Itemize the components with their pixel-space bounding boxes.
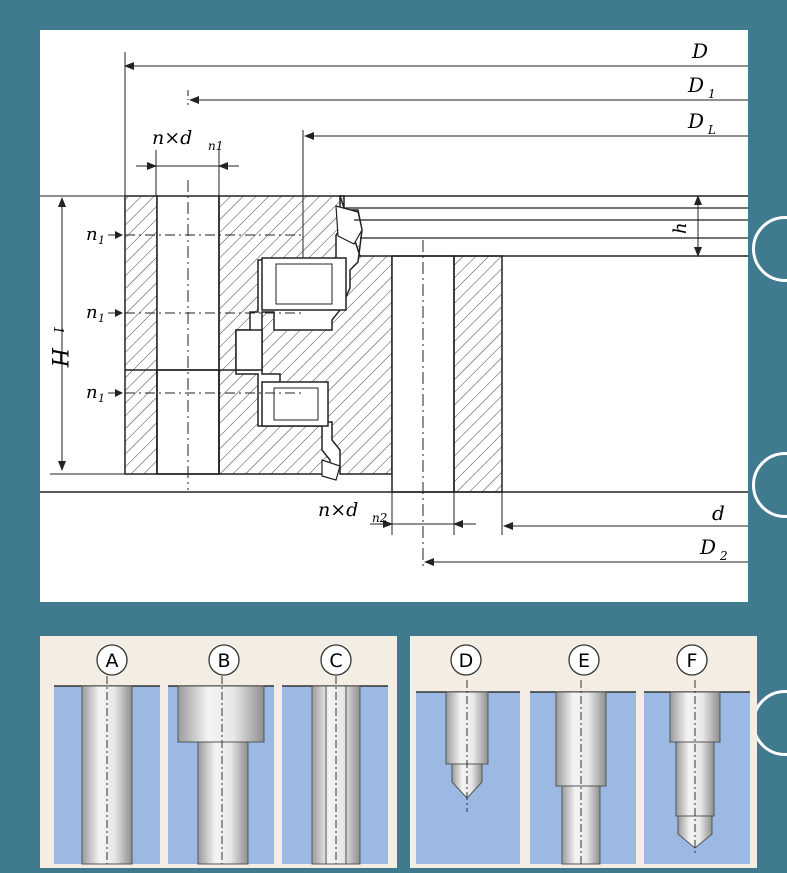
bearing-cross-section-drawing: D D 1 D L n×d n1 xyxy=(40,30,748,602)
label-H1: H xyxy=(46,347,71,368)
label-n1-mid: n xyxy=(86,302,98,323)
hole-type-C: C xyxy=(282,644,388,865)
label-n-dn1: n×d xyxy=(152,127,192,149)
hole-types-panel-abc: A B C xyxy=(40,636,397,868)
label-DL-sub: L xyxy=(707,123,716,137)
outer-ring-section xyxy=(124,195,341,475)
label-n1-top: n xyxy=(86,224,98,245)
hole-label-E: E xyxy=(578,650,590,672)
hole-label-C: C xyxy=(329,650,342,672)
dimension-h: h xyxy=(670,195,702,257)
hole-types-def-svg: D E F xyxy=(416,644,750,865)
hole-types-panel-def: D E F xyxy=(410,636,757,868)
hole-type-F: F xyxy=(644,644,750,864)
label-D2: D xyxy=(699,535,716,559)
decorative-arc-bottom xyxy=(752,690,787,756)
label-H1-sub: 1 xyxy=(50,326,65,334)
dimension-DL: D L xyxy=(302,109,748,260)
dimension-d: d xyxy=(501,492,748,535)
label-n1-mid-sub: 1 xyxy=(98,312,105,325)
dimension-n-dn1: n×d n1 xyxy=(136,127,239,196)
label-n1-top-sub: 1 xyxy=(98,234,105,247)
label-D1-sub: 1 xyxy=(708,87,716,101)
hole-types-abc-svg: A B C xyxy=(54,644,388,865)
label-n1-bottom: n xyxy=(86,382,98,403)
rollers xyxy=(235,205,363,481)
label-n-dn2: n×d xyxy=(318,499,358,521)
hole-type-D: D xyxy=(416,644,520,864)
dimension-D: D xyxy=(124,39,748,196)
hole-label-A: A xyxy=(106,650,119,672)
hole-type-E: E xyxy=(530,644,636,865)
label-d: d xyxy=(712,501,725,525)
label-n-dn2-sub: n2 xyxy=(372,511,387,525)
dimension-H1: H 1 xyxy=(46,197,125,475)
label-D1: D xyxy=(687,73,704,97)
decorative-arc-top xyxy=(752,216,787,282)
gear-lines xyxy=(40,195,748,493)
hole-label-F: F xyxy=(687,650,698,672)
label-D: D xyxy=(691,39,708,63)
hole-type-A: A xyxy=(54,644,160,865)
label-D2-sub: 2 xyxy=(719,549,728,563)
n1-markers: n 1 n 1 n 1 xyxy=(86,224,302,405)
label-DL: D xyxy=(687,109,704,133)
hole-label-D: D xyxy=(459,650,474,672)
label-n-dn1-sub: n1 xyxy=(208,139,223,153)
decorative-arc-middle xyxy=(752,452,787,518)
hole-type-B: B xyxy=(168,644,274,865)
center-lines xyxy=(187,180,424,570)
hole-label-B: B xyxy=(217,650,230,672)
label-n1-bottom-sub: 1 xyxy=(98,392,105,405)
dimension-D2: D 2 xyxy=(424,535,748,566)
dimension-D1: D 1 xyxy=(187,73,748,105)
label-h: h xyxy=(670,222,691,234)
dimension-n-dn2: n×d n2 xyxy=(318,492,476,535)
drawing-svg: D D 1 D L n×d n1 xyxy=(40,39,748,570)
